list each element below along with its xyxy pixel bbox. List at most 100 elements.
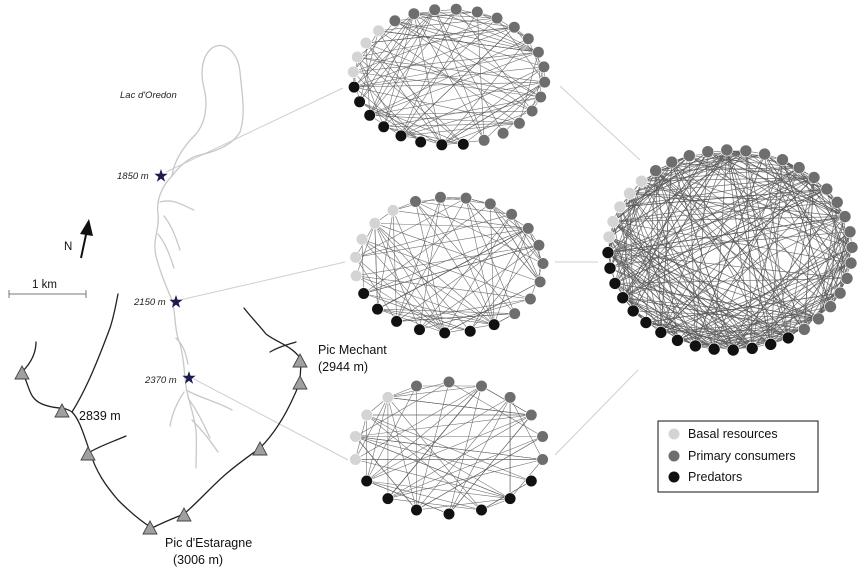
node-primary (720, 143, 734, 157)
network-link (378, 30, 443, 145)
node-predators (639, 316, 653, 329)
node-primary (538, 75, 551, 89)
network-link (629, 193, 846, 217)
network-link (434, 9, 539, 53)
network-link (374, 223, 378, 310)
food-web-2150 (349, 191, 550, 340)
network-link (629, 153, 765, 194)
network-link (448, 397, 511, 515)
network-link (619, 206, 678, 341)
node-primary (532, 46, 545, 59)
connector-2150 (179, 261, 346, 301)
network-link (782, 159, 827, 190)
network-link (612, 221, 771, 345)
north-arrow: N (64, 219, 93, 259)
node-primary (508, 307, 521, 320)
network-link (733, 292, 841, 351)
legend-label-basal: Basal resources (688, 427, 778, 441)
network-link (357, 56, 384, 127)
legend-swatch-primary (668, 450, 680, 462)
network-edges (353, 8, 545, 146)
network-link (622, 150, 747, 298)
network-link (612, 151, 709, 222)
network-link (366, 480, 511, 499)
network-link (396, 298, 531, 322)
node-basal (349, 430, 362, 443)
network-link (356, 275, 445, 334)
node-primary (536, 453, 549, 466)
node-primary (505, 208, 518, 221)
network-link (614, 151, 709, 284)
network-link (369, 81, 545, 116)
node-primary (442, 375, 456, 389)
network-link (463, 81, 545, 145)
network-link (357, 13, 415, 58)
network-link (387, 397, 417, 511)
node-predators (475, 503, 488, 517)
network-link (393, 210, 529, 229)
node-predators (726, 343, 740, 357)
node-predators (390, 315, 403, 328)
tributary-a (159, 200, 195, 211)
network-link (456, 8, 539, 53)
node-primary (513, 117, 526, 130)
stream-network (154, 44, 244, 469)
network-link (689, 150, 746, 157)
network-link (751, 247, 853, 349)
network-link (660, 153, 765, 333)
network-link (677, 247, 853, 341)
node-primary (838, 210, 852, 223)
node-predators (457, 138, 470, 151)
network-link (355, 381, 450, 437)
network-link (614, 149, 728, 284)
node-primary (843, 225, 857, 239)
network-link (511, 214, 541, 283)
network-link (416, 381, 450, 511)
network-link (419, 244, 540, 330)
node-primary (475, 379, 488, 393)
network-link (477, 11, 529, 39)
network-link (826, 189, 848, 279)
network-link (355, 385, 482, 460)
ridge-spur-5 (269, 341, 297, 353)
network-link (400, 66, 545, 137)
network-link (392, 210, 397, 322)
peak-markers (14, 353, 308, 535)
tributary-e (185, 389, 233, 411)
node-basal (623, 187, 636, 200)
site-label-2150: 2150 m (133, 297, 166, 308)
node-predators (377, 120, 390, 133)
node-predators (626, 304, 640, 318)
network-link (396, 313, 515, 322)
network-link (707, 151, 846, 217)
node-primary (682, 149, 696, 162)
network-link (357, 56, 464, 145)
network-link (632, 149, 728, 312)
node-primary (833, 286, 847, 300)
network-link (660, 328, 805, 333)
node-primary (484, 197, 497, 210)
node-primary (434, 191, 447, 204)
node-primary (524, 292, 537, 306)
tributary-f (187, 397, 211, 439)
network-link (387, 397, 532, 416)
network-link (641, 181, 753, 349)
node-predators (525, 474, 538, 488)
node-primary (407, 7, 421, 20)
node-predators (348, 80, 361, 94)
network-link (641, 180, 853, 248)
network-link (695, 318, 819, 347)
network-link (655, 170, 851, 233)
node-predators (413, 323, 426, 336)
node-predators (601, 246, 615, 259)
network-link (688, 155, 696, 346)
network-link (622, 193, 630, 298)
network-link (355, 228, 529, 258)
node-predators (488, 318, 501, 331)
node-primary (844, 256, 858, 270)
network-link (641, 155, 690, 182)
network-link (441, 81, 545, 146)
north-arrow-icon (80, 219, 93, 236)
network-link (353, 86, 421, 143)
network-link (726, 149, 772, 345)
